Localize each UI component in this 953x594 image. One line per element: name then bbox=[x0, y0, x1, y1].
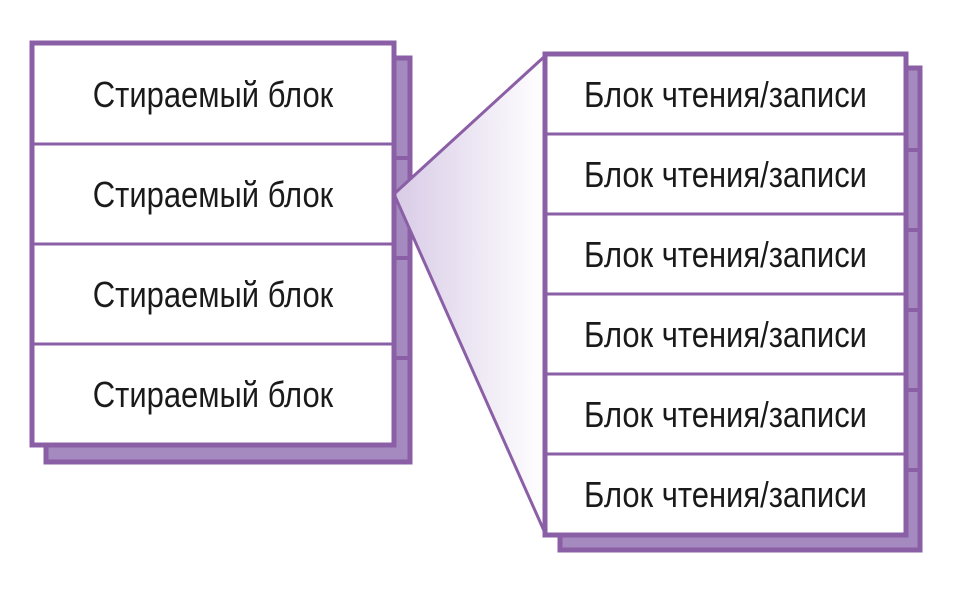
rw-block-label: Блок чтения/записи bbox=[584, 473, 867, 515]
rw-block-label: Блок чтения/записи bbox=[584, 313, 867, 355]
rw-stack bbox=[542, 51, 909, 538]
zoom-line-bottom bbox=[392, 193, 547, 534]
rw-block-label: Блок чтения/записи bbox=[584, 393, 867, 435]
zoom-wedge bbox=[394, 56, 545, 533]
erasable-block-label: Стираемый блок bbox=[92, 373, 334, 415]
rw-block-label: Блок чтения/записи bbox=[584, 73, 867, 115]
erasable-block-label: Стираемый блок bbox=[92, 173, 334, 215]
erasable-block-label: Стираемый блок bbox=[92, 273, 334, 315]
erasable-block-label: Стираемый блок bbox=[92, 73, 334, 115]
erasable-stack bbox=[29, 40, 397, 448]
zoom-line-top bbox=[392, 54, 547, 196]
rw-block-label: Блок чтения/записи bbox=[584, 233, 867, 275]
rw-block-label: Блок чтения/записи bbox=[584, 153, 867, 195]
